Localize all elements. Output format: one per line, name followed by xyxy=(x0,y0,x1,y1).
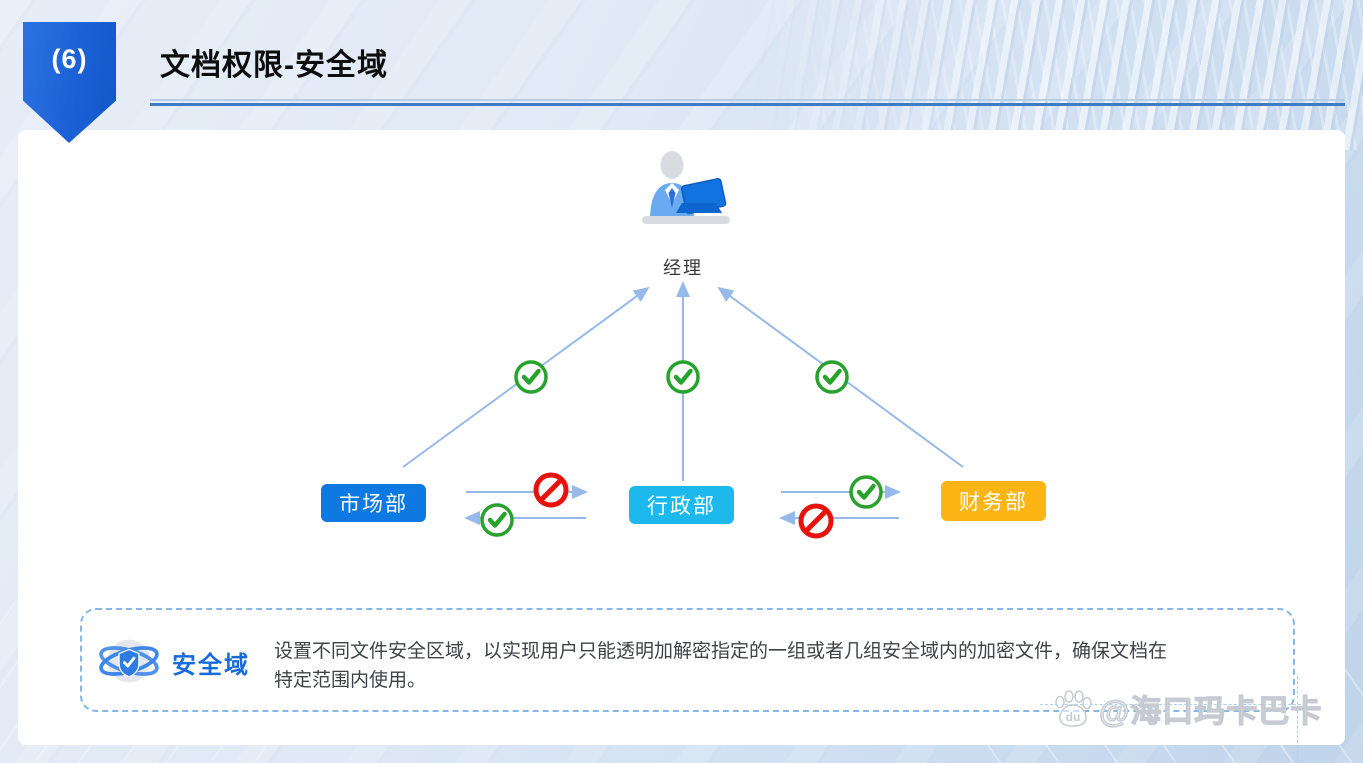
dept-node-admin: 行政部 xyxy=(629,486,734,524)
background-architecture-texture xyxy=(743,0,1363,150)
section-number: (6) xyxy=(51,44,88,74)
watermark-guide-line-vertical xyxy=(1297,676,1298,763)
title-underline xyxy=(150,99,1345,107)
dept-node-market: 市场部 xyxy=(321,484,426,522)
watermark-guide-line-horizontal xyxy=(1040,704,1306,705)
watermark: du @海口玛卡巴卡 xyxy=(1052,686,1322,731)
section-number-ribbon: (6) xyxy=(23,22,116,143)
manager-label: 经理 xyxy=(663,258,703,278)
page-title: 文档权限-安全域 xyxy=(160,49,388,82)
baidu-paw-icon: du xyxy=(1055,689,1092,727)
baidu-paw-text: du xyxy=(1066,710,1081,724)
watermark-text: @海口玛卡巴卡 xyxy=(1098,693,1323,729)
security-domain-globe-shield-icon xyxy=(99,639,159,683)
security-domain-label: 安全域 xyxy=(172,652,250,679)
security-domain-info-box: 安全域 设置不同文件安全区域，以实现用户只能透明加解密指定的一组或者几组安全域内… xyxy=(80,608,1295,712)
security-domain-description: 设置不同文件安全区域，以实现用户只能透明加解密指定的一组或者几组安全域内的加密文… xyxy=(274,641,1168,691)
manager-at-laptop-icon xyxy=(642,151,730,224)
dept-node-finance: 财务部 xyxy=(941,481,1046,521)
